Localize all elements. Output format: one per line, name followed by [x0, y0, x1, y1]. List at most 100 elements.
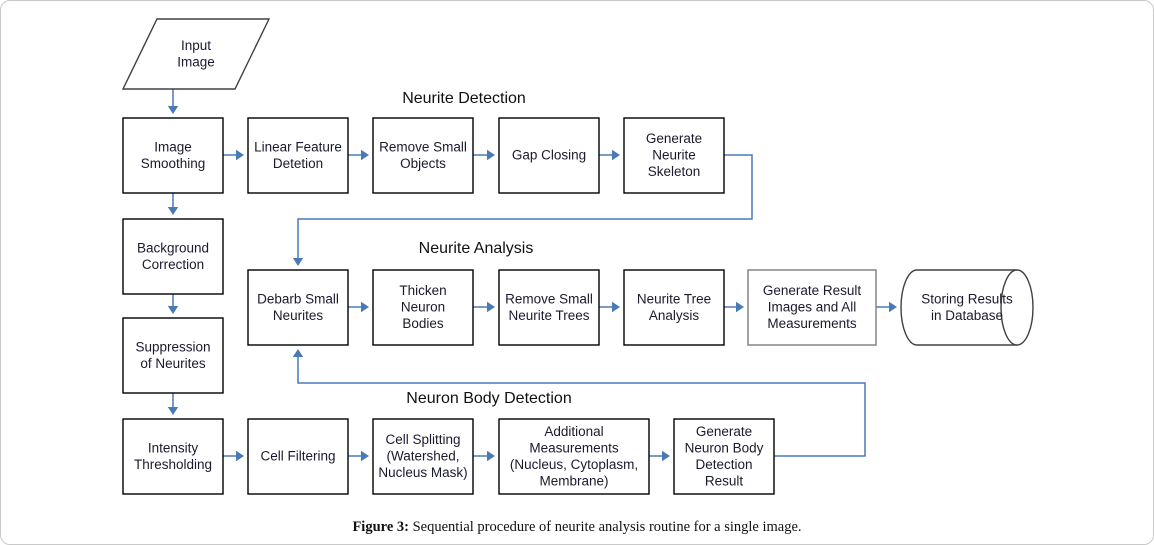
- node-shape-rect: [372, 418, 474, 495]
- connector-skeleton-to-debarb: [292, 154, 753, 266]
- connector-arrowhead: [487, 301, 495, 313]
- connector-smoothing-to-linear: [223, 149, 244, 161]
- connector-arrowhead: [487, 149, 495, 161]
- node-label: Cell Splitting(Watershed,Nucleus Mask): [378, 432, 467, 480]
- connector-arrowhead: [167, 407, 179, 415]
- node-shape-rect: [498, 117, 600, 194]
- node-shape-rect: [247, 418, 349, 495]
- connector-splitting-to-additional: [473, 450, 495, 462]
- connector-arrowhead: [236, 450, 244, 462]
- connector-line: [297, 154, 753, 258]
- node-shape-rect: [498, 418, 650, 495]
- section-title-neurite-detection: Neurite Detection: [402, 90, 526, 107]
- figure-caption-label: Figure 3:: [352, 519, 409, 535]
- connector-generate-to-database: [876, 301, 897, 313]
- connector-arrowhead: [167, 106, 179, 114]
- connector-remove-objects-to-gap: [473, 149, 495, 161]
- connector-arrowhead: [236, 149, 244, 161]
- connector-intensity-to-cell-filtering: [223, 450, 244, 462]
- connector-neuron-result-to-debarb: [292, 349, 866, 457]
- connector-arrowhead: [889, 301, 897, 313]
- connector-smoothing-to-background: [167, 193, 179, 215]
- node-cell-splitting[interactable]: Cell Splitting(Watershed,Nucleus Mask): [372, 418, 474, 495]
- connector-input-to-smoothing: [167, 89, 179, 114]
- node-shape-rect: [122, 317, 224, 394]
- connector-thicken-to-remove-trees: [473, 301, 495, 313]
- connector-arrowhead: [292, 258, 304, 266]
- connector-arrowhead: [361, 149, 369, 161]
- connections-layer: [167, 89, 897, 462]
- node-gap-closing[interactable]: Gap Closing: [498, 117, 600, 194]
- node-shape-rect: [122, 117, 224, 194]
- connector-arrowhead: [662, 450, 670, 462]
- node-shape-rect: [673, 418, 775, 495]
- connector-line: [297, 357, 866, 457]
- connector-arrowhead: [487, 450, 495, 462]
- node-shape-rect: [623, 117, 725, 194]
- connector-arrowhead: [361, 450, 369, 462]
- connector-arrowhead: [167, 306, 179, 314]
- connector-gap-to-skeleton: [599, 149, 620, 161]
- connector-arrowhead: [612, 301, 620, 313]
- connector-tree-analysis-to-generate: [724, 301, 744, 313]
- node-shape-rect: [372, 269, 474, 346]
- connector-arrowhead: [736, 301, 744, 313]
- node-label: Cell Filtering: [260, 448, 335, 463]
- connector-cell-filtering-to-splitting: [348, 450, 369, 462]
- node-cell-filtering[interactable]: Cell Filtering: [247, 418, 349, 495]
- connector-arrowhead: [612, 149, 620, 161]
- node-shape-cylinder-cap: [1000, 269, 1018, 346]
- connector-linear-to-remove-objects: [348, 149, 369, 161]
- node-shape-rect: [122, 218, 224, 295]
- connector-background-to-suppression: [167, 294, 179, 314]
- connector-remove-trees-to-tree-analysis: [599, 301, 620, 313]
- node-shape-rect: [623, 269, 725, 346]
- node-shape-rect: [247, 269, 349, 346]
- node-shape-rect: [372, 117, 474, 194]
- connector-arrowhead: [292, 349, 304, 357]
- node-shape-rect: [498, 269, 600, 346]
- section-title-neurite-analysis: Neurite Analysis: [419, 240, 534, 257]
- node-label: Gap Closing: [512, 147, 586, 162]
- section-title-neuron-body-detection: Neuron Body Detection: [406, 390, 571, 407]
- node-shape-rect: [747, 269, 877, 346]
- node-shape-rect: [122, 418, 224, 495]
- node-shape-parallelogram: [121, 18, 271, 90]
- node-shape-rect: [247, 117, 349, 194]
